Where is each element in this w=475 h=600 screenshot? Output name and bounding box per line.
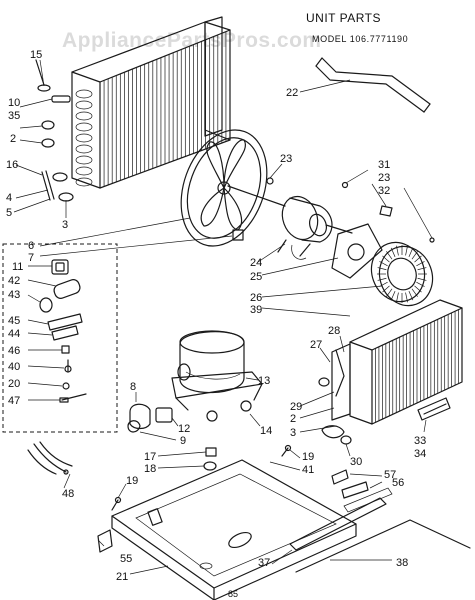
callout-28: 28 <box>328 325 340 337</box>
compressor <box>171 330 263 422</box>
callout-31: 31 <box>378 159 390 171</box>
callout-42: 42 <box>8 275 20 287</box>
callout-45: 45 <box>8 315 20 327</box>
callout-27: 27 <box>310 339 322 351</box>
callout-30: 30 <box>350 456 362 468</box>
callout-35: 35 <box>8 110 20 122</box>
callout-3b: 3 <box>290 427 296 439</box>
coil-fittings <box>35 59 74 202</box>
callout-17: 17 <box>144 451 156 463</box>
callout-8: 8 <box>130 381 136 393</box>
callout-26: 26 <box>250 292 262 304</box>
condenser-coil <box>71 16 231 189</box>
callout-55: 55 <box>120 553 132 565</box>
callout-5: 5 <box>6 207 12 219</box>
blower-wheel <box>370 241 434 307</box>
model-number: MODEL 106.7771190 <box>312 34 408 44</box>
condenser-fan-blade <box>180 129 268 247</box>
callout-2: 2 <box>10 133 16 145</box>
callout-14: 14 <box>260 425 272 437</box>
callout-41: 41 <box>302 464 314 476</box>
callout-23b: 23 <box>378 172 390 184</box>
mounting-clip <box>315 57 431 113</box>
callout-38: 38 <box>396 557 408 569</box>
filter-strip <box>417 397 451 421</box>
callout-4: 4 <box>6 192 12 204</box>
callout-6: 6 <box>28 240 34 252</box>
callout-9: 9 <box>180 435 186 447</box>
coil-fittings-right <box>318 377 352 445</box>
callout-56: 56 <box>392 477 404 489</box>
diagram-title: UNIT PARTS <box>306 11 381 25</box>
wire-harness <box>27 441 73 475</box>
callout-16: 16 <box>6 159 18 171</box>
callout-47: 47 <box>8 395 20 407</box>
callout-18: 18 <box>144 463 156 475</box>
watermark-text: AppliancePartsPros.com <box>62 29 322 52</box>
callout-2b: 2 <box>290 413 296 425</box>
callout-23: 23 <box>280 153 292 165</box>
callout-44: 44 <box>8 328 20 340</box>
callout-43: 43 <box>8 289 20 301</box>
evaporator-coil <box>331 299 463 425</box>
callout-7: 7 <box>28 252 34 264</box>
bracket-pieces <box>331 469 369 499</box>
callout-12: 12 <box>178 423 190 435</box>
callout-29: 29 <box>290 401 302 413</box>
terminal-cover <box>127 403 173 433</box>
page-number: 85 <box>228 589 238 599</box>
callout-19b: 19 <box>302 451 314 463</box>
callout-25: 25 <box>250 271 262 283</box>
callout-3: 3 <box>62 219 68 231</box>
callout-13: 13 <box>258 375 270 387</box>
callout-34: 34 <box>414 448 426 460</box>
callout-32: 32 <box>378 185 390 197</box>
callout-37: 37 <box>258 557 270 569</box>
grommets <box>203 447 217 471</box>
callout-15: 15 <box>30 49 42 61</box>
callout-labels: 15 10 35 2 16 4 5 3 22 23 31 23 32 6 7 2… <box>6 49 426 599</box>
callout-46: 46 <box>8 345 20 357</box>
callout-20: 20 <box>8 378 20 390</box>
callout-10: 10 <box>8 97 20 109</box>
callout-39: 39 <box>250 304 262 316</box>
callout-24: 24 <box>250 257 262 269</box>
bracket-55 <box>97 529 113 553</box>
callout-33: 33 <box>414 435 426 447</box>
callout-19: 19 <box>126 475 138 487</box>
callout-48: 48 <box>62 488 74 500</box>
callout-57: 57 <box>384 469 396 481</box>
callout-40: 40 <box>8 361 20 373</box>
panel-edge <box>295 519 471 573</box>
callout-11: 11 <box>12 261 23 273</box>
callout-22: 22 <box>286 87 298 99</box>
base-pan <box>111 459 393 600</box>
callout-21: 21 <box>116 571 128 583</box>
fan-motor <box>227 177 353 260</box>
electrical-parts-group <box>2 243 118 433</box>
